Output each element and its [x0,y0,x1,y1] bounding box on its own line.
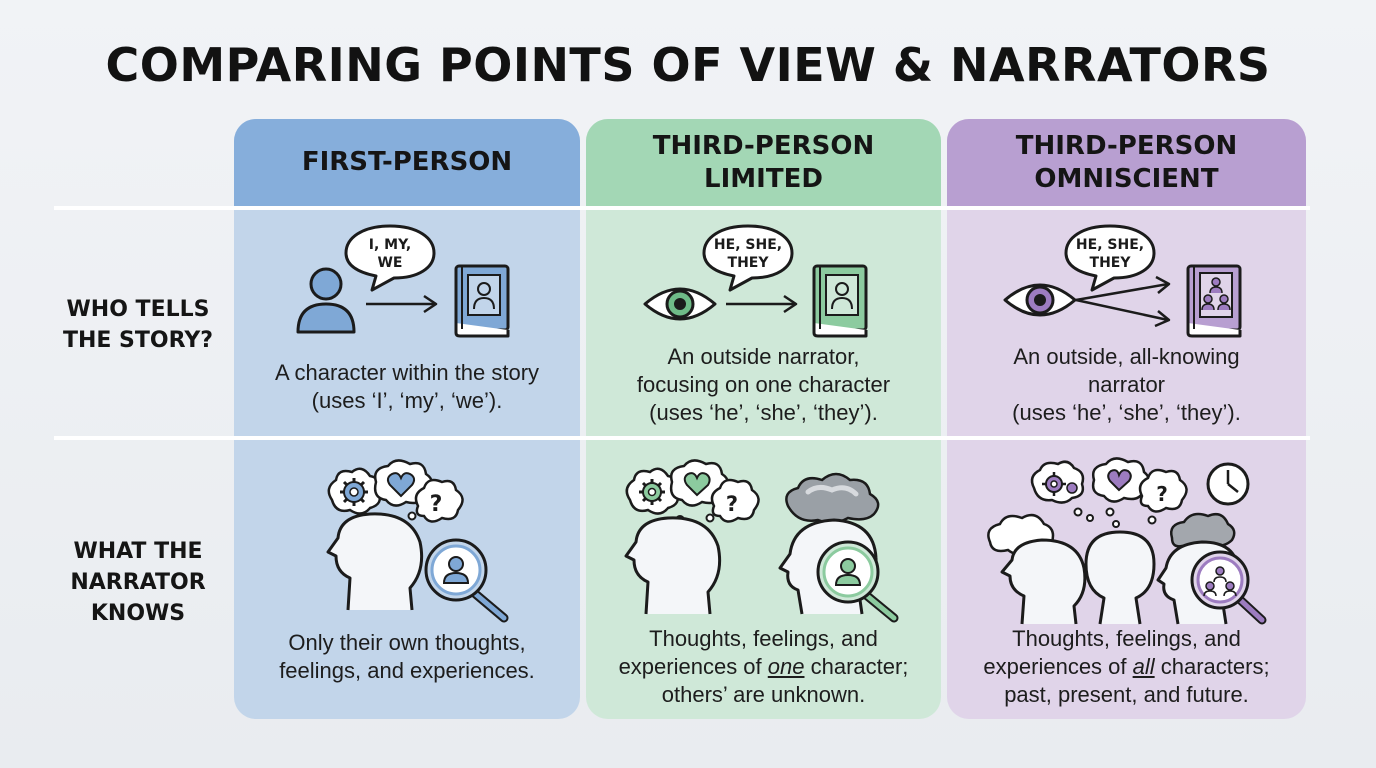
arrow-icon [1075,275,1171,328]
row-divider [54,206,1310,210]
header-line: THIRD-PERSON [652,130,875,161]
emphasis-all: all [1132,654,1155,679]
eye-icon [1003,283,1077,317]
thought-cloud-icon [625,467,679,515]
storm-cloud-icon [785,472,880,524]
page-title: COMPARING POINTS OF VIEW & NARRATORS [105,38,1271,92]
heart-icon [1107,469,1132,492]
question-icon: ? [1156,482,1168,506]
head-icon: ? [624,459,899,623]
question-icon: ? [430,492,443,517]
desc-who-first: A character within the story(uses ‘I’, ‘… [274,360,540,413]
svg-text:I, MY,: I, MY, [369,237,411,253]
header-line: OMNISCIENT [1034,163,1219,194]
svg-text:THEY: THEY [728,255,770,271]
svg-text:THEY: THEY [1090,255,1132,271]
clock-icon [1206,462,1250,506]
svg-text:HE, SHE,: HE, SHE, [1076,237,1144,253]
book-icon [812,264,868,338]
thought-cloud-icon: ? [710,478,760,523]
eye-icon [643,287,717,321]
thought-cloud-icon: ? [1138,468,1188,513]
desc-knows-omniscient: Thoughts, feelings, and experiences of a… [983,626,1270,707]
header-line: THIRD-PERSON [1015,130,1238,161]
book-icon [454,264,510,338]
arrow-icon [366,294,438,314]
emphasis-one: one [767,654,805,679]
head-icon: ? [987,457,1267,625]
arrow-icon [726,294,798,314]
book-icon [1186,264,1242,338]
magnifier-icon [424,538,509,623]
thought-cloud-icon [1030,460,1085,504]
head-icon: ? [326,459,509,623]
heart-icon [683,472,711,497]
row-divider [54,436,1310,440]
thought-cloud-icon [327,467,381,515]
magnifier-icon [816,540,899,623]
svg-text:HE, SHE,: HE, SHE, [714,237,782,253]
speech-bubble-icon: HE, SHE, THEY [1064,224,1156,292]
column-first-person: FIRST-PERSON [234,119,580,719]
speech-bubble-icon: HE, SHE, THEY [702,224,794,292]
header-first-person: FIRST-PERSON [234,119,580,206]
gear-icon [639,479,665,505]
gear-icon [1066,482,1078,494]
header-line: LIMITED [704,163,823,194]
person-icon [296,267,356,334]
speech-bubble-icon: I, MY, WE [344,224,436,292]
svg-text:WE: WE [377,255,402,271]
heart-icon [386,472,416,498]
gear-icon [1042,472,1066,496]
thought-cloud-icon: ? [414,478,464,523]
desc-knows-limited: Thoughts, feelings, and experiences of o… [618,626,909,707]
desc-who-limited: An outside narrator,focusing on one char… [636,344,891,425]
question-icon: ? [726,492,738,516]
magnifier-icon [1190,550,1267,625]
desc-knows-first: Only their own thoughts,feelings, and ex… [279,630,535,683]
gear-icon [340,478,368,506]
